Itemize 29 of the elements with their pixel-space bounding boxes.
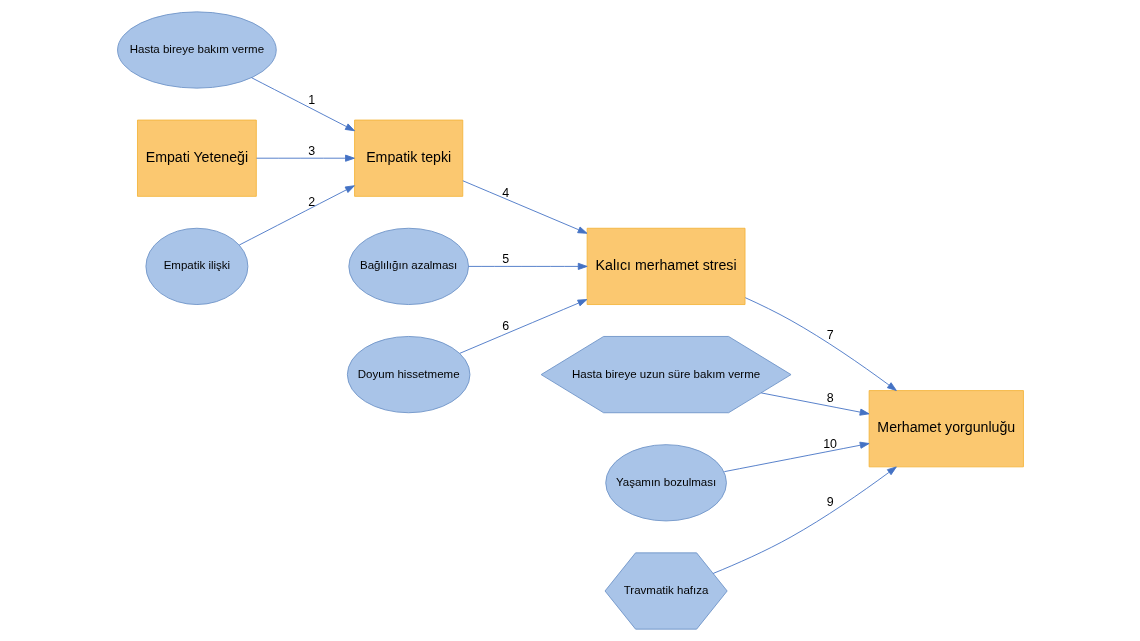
node-ellipse: Bağlılığın azalması xyxy=(347,227,469,305)
edge-label: 4 xyxy=(501,185,509,200)
arrow xyxy=(744,297,897,391)
arrow xyxy=(238,185,355,246)
edge-label: 5 xyxy=(501,252,509,267)
node-box: Empatik tepki xyxy=(353,119,463,197)
arrow xyxy=(712,466,897,574)
node-ellipse: Hasta bireye bakım verme xyxy=(116,11,277,89)
arrow xyxy=(250,77,355,132)
arrow xyxy=(461,180,587,234)
arrow xyxy=(458,299,587,354)
edge-label: 3 xyxy=(307,143,315,158)
edge-label: 6 xyxy=(501,319,509,334)
edge-label: 10 xyxy=(822,436,837,451)
node-box: Merhamet yorgunluğu xyxy=(868,390,1024,468)
edge-label: 1 xyxy=(307,93,315,108)
node-ellipse: Yaşamın bozulması xyxy=(604,444,727,522)
arrow xyxy=(467,262,588,270)
edge-label: 2 xyxy=(307,195,315,210)
edge-label: 7 xyxy=(826,328,834,343)
node-ellipse: Empatik ilişki xyxy=(144,227,248,305)
node-box: Empati Yeteneği xyxy=(136,119,257,197)
edge-label: 9 xyxy=(826,495,834,510)
node-box: Kalıcı merhamet stresi xyxy=(586,227,745,305)
arrow xyxy=(760,392,869,416)
node-ellipse: Doyum hissetmeme xyxy=(346,336,470,414)
arrow xyxy=(255,154,355,162)
arrow xyxy=(723,441,870,473)
edge-label: 8 xyxy=(826,391,834,406)
